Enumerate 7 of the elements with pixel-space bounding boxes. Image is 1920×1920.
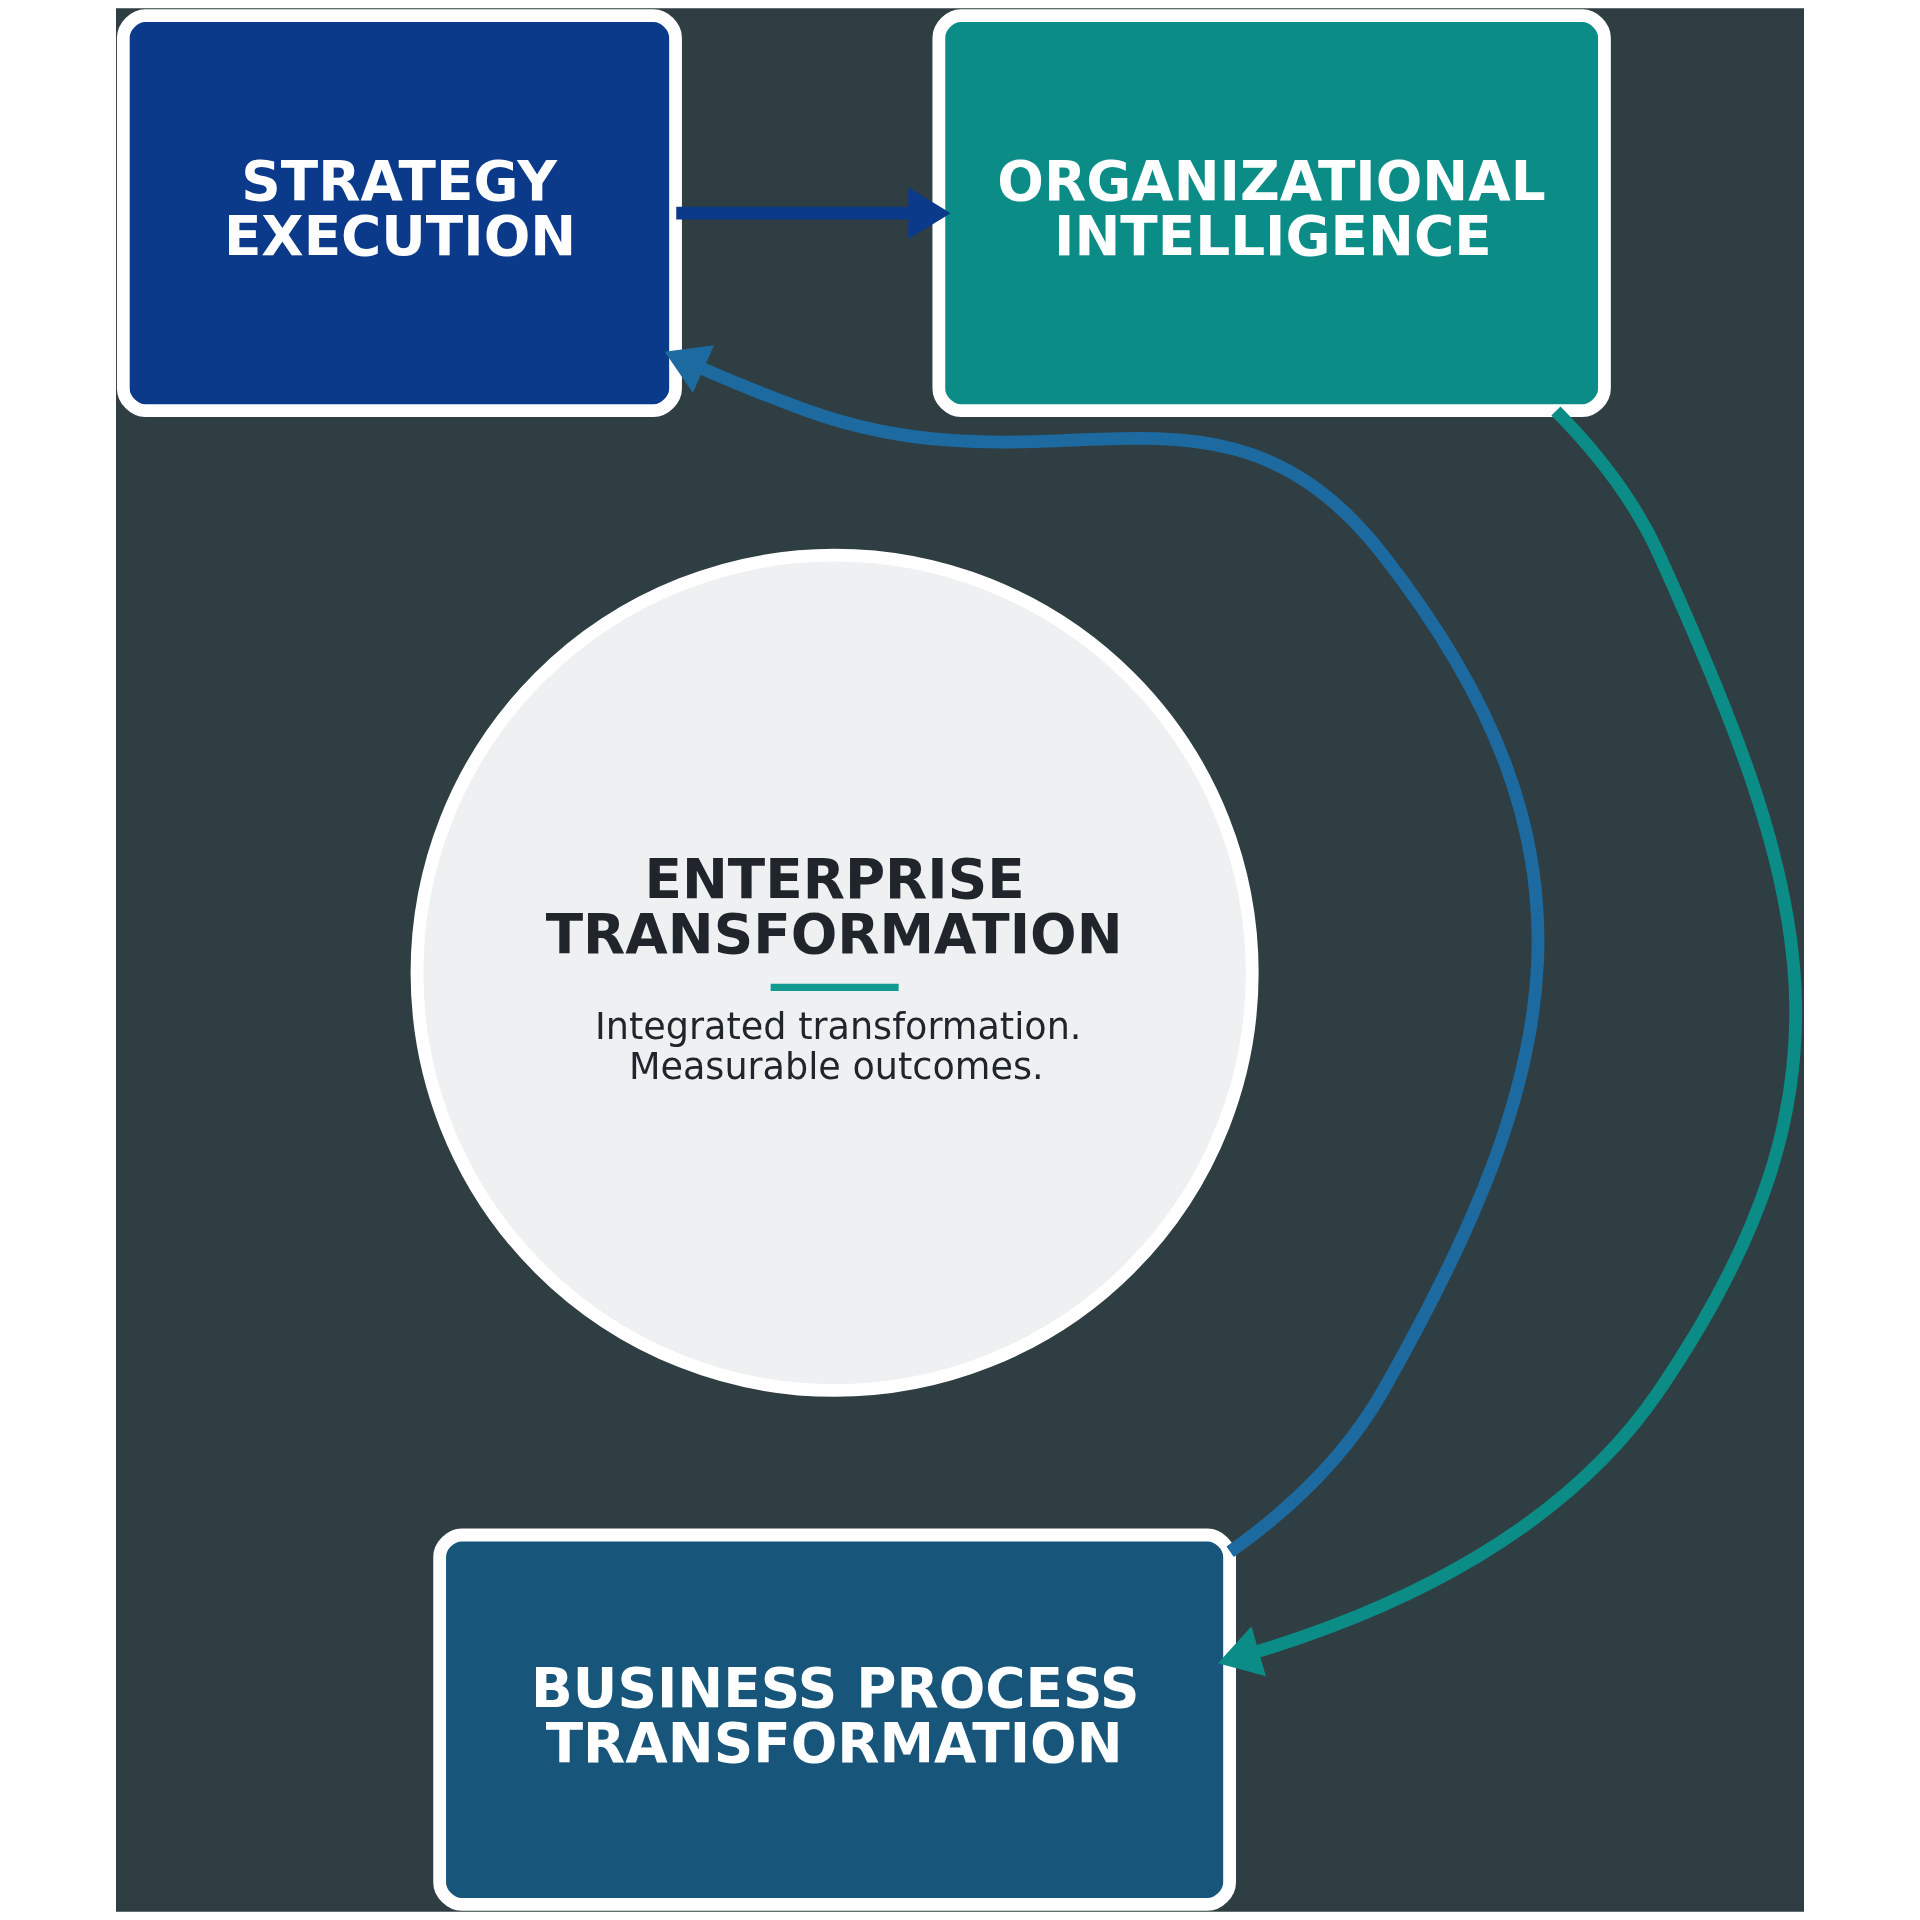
node-box: STRATEGY EXECUTION [116,9,682,417]
node-box: BUSINESS PROCESS TRANSFORMATION [433,1528,1236,1911]
node-circle: ENTERPRISE TRANSFORMATION Integrated transformation. Measurable outcomes. [410,548,1259,1397]
arrow [1217,406,1802,1677]
arrow [664,345,1544,1557]
node-box: ORGANIZATIONAL INTELLIGENCE [932,9,1611,417]
arrow [676,187,951,240]
